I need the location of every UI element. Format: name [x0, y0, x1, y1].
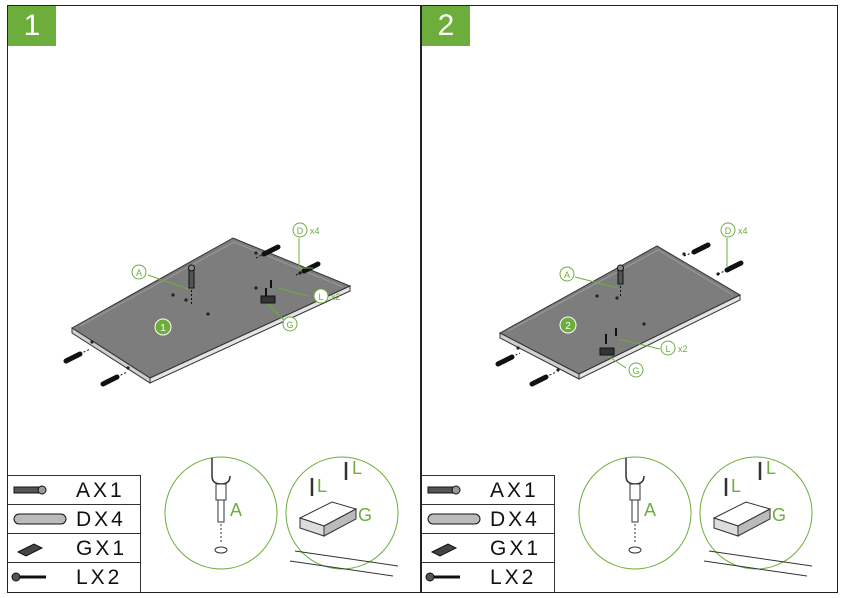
callout-a — [559, 266, 575, 282]
detail-g-label: G — [358, 505, 372, 525]
parts-row: GX1 — [8, 534, 140, 563]
magnet-catch-icon — [260, 295, 276, 304]
callout-a — [131, 264, 147, 280]
part-code: GX1 — [76, 537, 128, 560]
cam-bolt-icon — [188, 264, 195, 306]
callout-g — [282, 316, 298, 332]
callout-d-qty: x4 — [310, 226, 320, 236]
detail-cam-bolt: A — [164, 456, 278, 570]
parts-row: GX1 — [422, 534, 554, 563]
part-code: DX4 — [490, 508, 540, 531]
parts-list: AX1 DX4 GX1 LX2 — [422, 475, 555, 592]
callout-d — [292, 222, 308, 238]
callout-a-label: A — [136, 268, 142, 278]
assembly-illustration: 1 A D x4 L x2 G A L L G — [63, 222, 399, 577]
parts-row: DX4 — [422, 505, 554, 534]
panel-number-label: 2 — [565, 321, 571, 332]
part-code: LX2 — [490, 566, 537, 589]
callout-d — [720, 222, 736, 238]
part-code: GX1 — [490, 537, 542, 560]
callout-g-label: G — [632, 366, 639, 376]
callout-l-label: L — [318, 292, 323, 302]
magnet-catch-icon — [16, 543, 44, 557]
part-code: AX1 — [490, 479, 539, 502]
board-panel — [71, 237, 352, 384]
part-code: LX2 — [76, 566, 123, 589]
callout-g-label: G — [286, 320, 293, 330]
board-panel — [498, 245, 742, 380]
panel-number-label: 1 — [160, 323, 166, 334]
parts-row: AX1 — [422, 476, 554, 505]
callout-l-qty: x2 — [678, 344, 688, 354]
assembly-illustration: 2 A D x4 L x2 G A L L G — [495, 222, 813, 577]
callout-a-label: A — [564, 270, 570, 280]
step-2-panel: 2 — [421, 5, 838, 593]
callout-l-label: L — [665, 344, 670, 354]
callout-d-qty: x4 — [738, 226, 748, 236]
screw-icon — [265, 280, 272, 296]
detail-g-label: G — [772, 505, 786, 525]
step-1-panel: 1 — [7, 5, 421, 593]
panel-number-marker — [559, 316, 577, 334]
detail-a-label: A — [644, 500, 656, 520]
parts-row: DX4 — [8, 505, 140, 534]
callout-d-label: D — [297, 226, 304, 236]
detail-l2-label: L — [352, 458, 362, 478]
callout-l — [660, 340, 676, 356]
cam-bolt-icon — [427, 485, 461, 495]
callout-g — [628, 362, 644, 378]
callout-l — [313, 288, 329, 304]
parts-list: AX1 DX4 GX1 LX2 — [8, 475, 141, 592]
callout-l-qty: x2 — [331, 292, 341, 302]
cam-bolt-icon — [13, 485, 47, 495]
parts-row: LX2 — [422, 563, 554, 591]
panel-number-marker — [154, 318, 172, 336]
dowel-icon — [495, 242, 744, 387]
detail-l2-label: L — [766, 458, 776, 478]
step-number-badge: 1 — [8, 6, 56, 46]
screw-icon — [605, 328, 617, 344]
dowel-icon — [13, 513, 67, 525]
part-code: DX4 — [76, 508, 126, 531]
detail-cam-bolt: A — [578, 456, 692, 570]
detail-a-label: A — [230, 500, 242, 520]
dowel-icon — [427, 513, 481, 525]
detail-l1-label: L — [731, 476, 741, 496]
step-number-badge: 2 — [422, 6, 470, 46]
parts-row: LX2 — [8, 563, 140, 591]
detail-magnet-catch: L L G — [285, 456, 399, 577]
callout-d-label: D — [725, 226, 732, 236]
magnet-catch-icon — [430, 543, 458, 557]
screw-icon — [425, 572, 460, 582]
screw-icon — [11, 572, 46, 582]
detail-magnet-catch: L L G — [699, 456, 813, 577]
detail-l1-label: L — [317, 476, 327, 496]
part-code: AX1 — [76, 479, 125, 502]
magnet-catch-icon — [599, 347, 615, 356]
parts-row: AX1 — [8, 476, 140, 505]
cam-bolt-icon — [617, 264, 624, 298]
